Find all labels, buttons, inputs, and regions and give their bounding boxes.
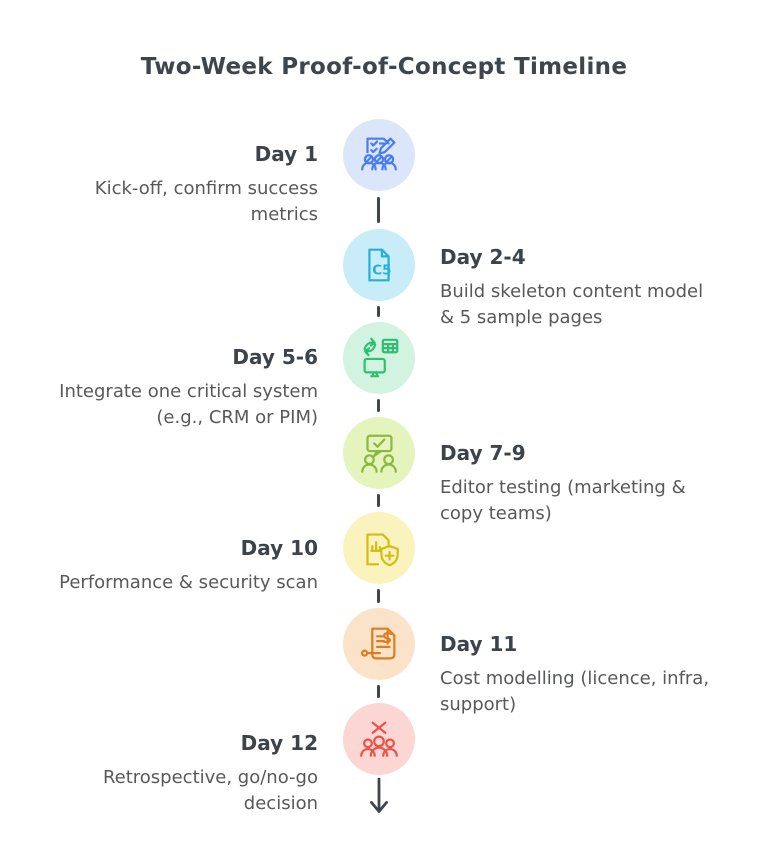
cost-invoice-dollar-icon (361, 627, 396, 660)
milestone-day-7-9-text: Day 7-9 Editor testing (marketing & copy… (440, 439, 710, 527)
day-label: Day 7-9 (440, 441, 526, 465)
day-label: Day 1 (254, 142, 318, 166)
milestone-day-10-text: Day 10 Performance & security scan (0, 534, 318, 596)
no-go-team-icon (360, 721, 398, 757)
timeline-connector (377, 589, 380, 603)
day-description: Performance & security scan (59, 572, 318, 593)
milestone-day-2-4-text: Day 2-4 Build skeleton content model & 5… (440, 243, 705, 331)
day-description: Cost modelling (licence, infra, support) (440, 668, 710, 715)
timeline-end-arrow-icon (370, 777, 388, 813)
document-c5-icon: C5 (368, 248, 391, 282)
milestone-day-7-9-circle (343, 417, 415, 489)
milestone-day-1-text: Day 1 Kick-off, confirm success metrics (78, 140, 318, 228)
day-description: Build skeleton content model & 5 sample … (440, 281, 704, 328)
report-shield-scan-icon (366, 533, 399, 567)
milestone-day-12-circle (343, 703, 415, 775)
timeline-connector (377, 197, 380, 223)
page-title: Two-Week Proof-of-Concept Timeline (140, 54, 628, 80)
milestone-day-11-circle (343, 608, 415, 680)
checklist-pencil-team-icon (361, 137, 397, 171)
milestone-day-1-circle (343, 119, 415, 191)
day-description: Retrospective, go/no-go decision (102, 767, 318, 814)
milestone-day-10-circle (343, 512, 415, 584)
day-description: Kick-off, confirm success metrics (94, 178, 318, 225)
milestone-day-11-text: Day 11 Cost modelling (licence, infra, s… (440, 630, 740, 718)
timeline-connector (377, 399, 380, 412)
day-label: Day 11 (440, 632, 518, 656)
day-label: Day 5-6 (232, 345, 318, 369)
timeline-connector (377, 685, 380, 698)
milestone-day-2-4-circle: C5 (343, 229, 415, 301)
milestone-day-5-6-text: Day 5-6 Integrate one critical system (e… (18, 343, 318, 431)
day-description: Integrate one critical system (e.g., CRM… (59, 381, 318, 428)
timeline-connector (377, 306, 380, 317)
milestone-day-12-text: Day 12 Retrospective, go/no-go decision (83, 729, 318, 817)
day-label: Day 2-4 (440, 245, 526, 269)
system-sync-monitor-icon (363, 337, 399, 378)
approval-bubble-people-icon (361, 434, 397, 473)
timeline-connector (377, 494, 380, 507)
milestone-day-5-6-circle (343, 322, 415, 394)
day-label: Day 10 (240, 536, 318, 560)
day-label: Day 12 (240, 731, 318, 755)
c5-icon-text: C5 (372, 264, 391, 279)
day-description: Editor testing (marketing & copy teams) (440, 477, 686, 524)
